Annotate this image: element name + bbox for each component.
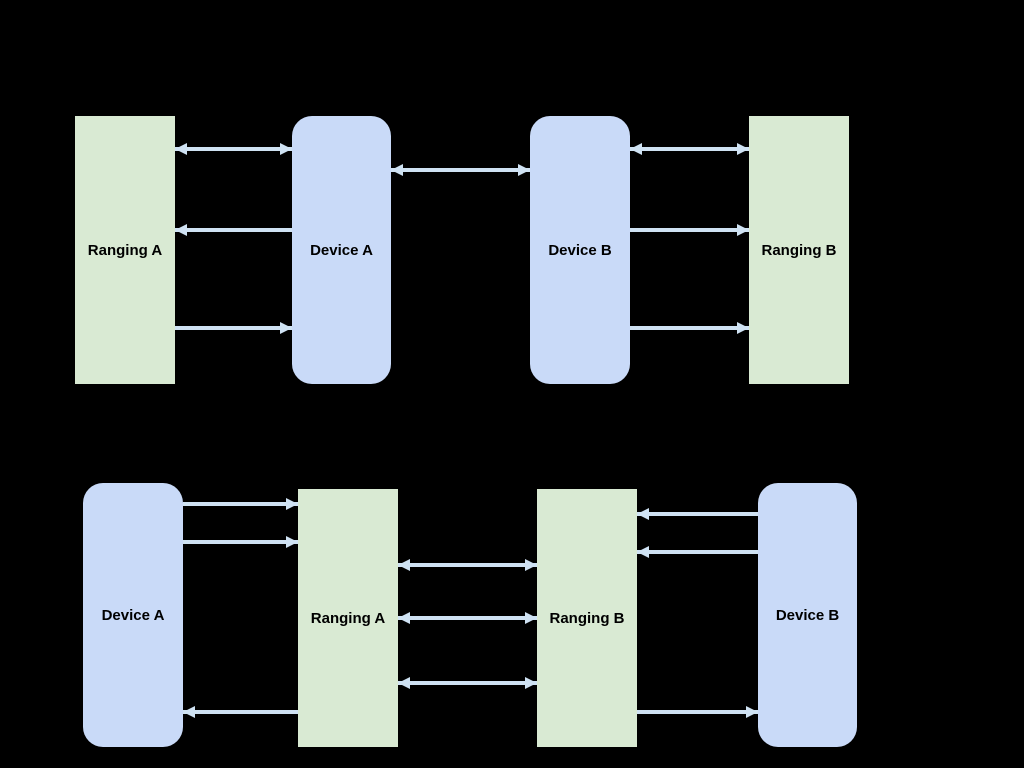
arrow-device-b-to-ranging-b [630, 143, 749, 155]
arrowhead-left-icon [630, 143, 642, 155]
arrowhead-left-icon [637, 508, 649, 520]
arrow-ranging-a-to-device-a [175, 322, 292, 334]
arrow-device-a-to-ranging-a [175, 143, 292, 155]
arrowhead-right-icon [525, 612, 537, 624]
bottom-diagram-device-b-box: Device B [758, 483, 857, 747]
arrowhead-right-icon [525, 559, 537, 571]
arrowhead-right-icon [525, 677, 537, 689]
arrowhead-right-icon [737, 143, 749, 155]
arrow-device-a-to-ranging-a [183, 498, 298, 510]
arrowhead-right-icon [286, 498, 298, 510]
arrow-device-b-to-ranging-b [637, 508, 758, 520]
arrow-ranging-a-to-ranging-b [398, 612, 537, 624]
arrowhead-right-icon [286, 536, 298, 548]
arrowhead-right-icon [746, 706, 758, 718]
bottom-diagram-ranging-b-box: Ranging B [537, 489, 637, 747]
arrow-device-a-to-device-b [391, 164, 530, 176]
arrowhead-right-icon [518, 164, 530, 176]
arrow-ranging-a-to-ranging-b [398, 677, 537, 689]
arrowhead-left-icon [398, 677, 410, 689]
arrow-device-b-to-ranging-b [630, 224, 749, 236]
arrowhead-left-icon [183, 706, 195, 718]
arrow-ranging-a-to-ranging-b [398, 559, 537, 571]
arrow-device-a-to-ranging-a [183, 536, 298, 548]
bottom-diagram-device-a-box: Device A [83, 483, 183, 747]
arrowhead-right-icon [280, 143, 292, 155]
top-diagram-device-b-box: Device B [530, 116, 630, 384]
arrowhead-left-icon [637, 546, 649, 558]
bottom-diagram-ranging-a-label: Ranging A [310, 609, 386, 627]
top-diagram-ranging-a-label: Ranging A [87, 241, 163, 259]
top-diagram-ranging-a-box: Ranging A [75, 116, 175, 384]
bottom-diagram-device-b-label: Device B [775, 606, 840, 624]
top-diagram-ranging-b-label: Ranging B [761, 241, 837, 259]
arrow-ranging-a-to-device-a [183, 706, 298, 718]
bottom-diagram-ranging-a-box: Ranging A [298, 489, 398, 747]
arrowhead-right-icon [737, 224, 749, 236]
top-diagram-device-a-box: Device A [292, 116, 391, 384]
bottom-diagram-ranging-b-label: Ranging B [549, 609, 625, 627]
top-diagram-device-a-label: Device A [310, 241, 373, 259]
arrowhead-left-icon [391, 164, 403, 176]
arrowhead-left-icon [398, 612, 410, 624]
arrowhead-left-icon [175, 224, 187, 236]
arrowhead-left-icon [175, 143, 187, 155]
arrow-ranging-b-to-device-b [637, 706, 758, 718]
arrowhead-right-icon [737, 322, 749, 334]
arrow-device-b-to-ranging-b [630, 322, 749, 334]
top-diagram-ranging-b-box: Ranging B [749, 116, 849, 384]
bottom-diagram-device-a-label: Device A [101, 606, 165, 624]
arrowhead-right-icon [280, 322, 292, 334]
arrow-device-a-to-ranging-a [175, 224, 292, 236]
top-diagram-device-b-label: Device B [548, 241, 612, 259]
arrowhead-left-icon [398, 559, 410, 571]
arrow-device-b-to-ranging-b [637, 546, 758, 558]
